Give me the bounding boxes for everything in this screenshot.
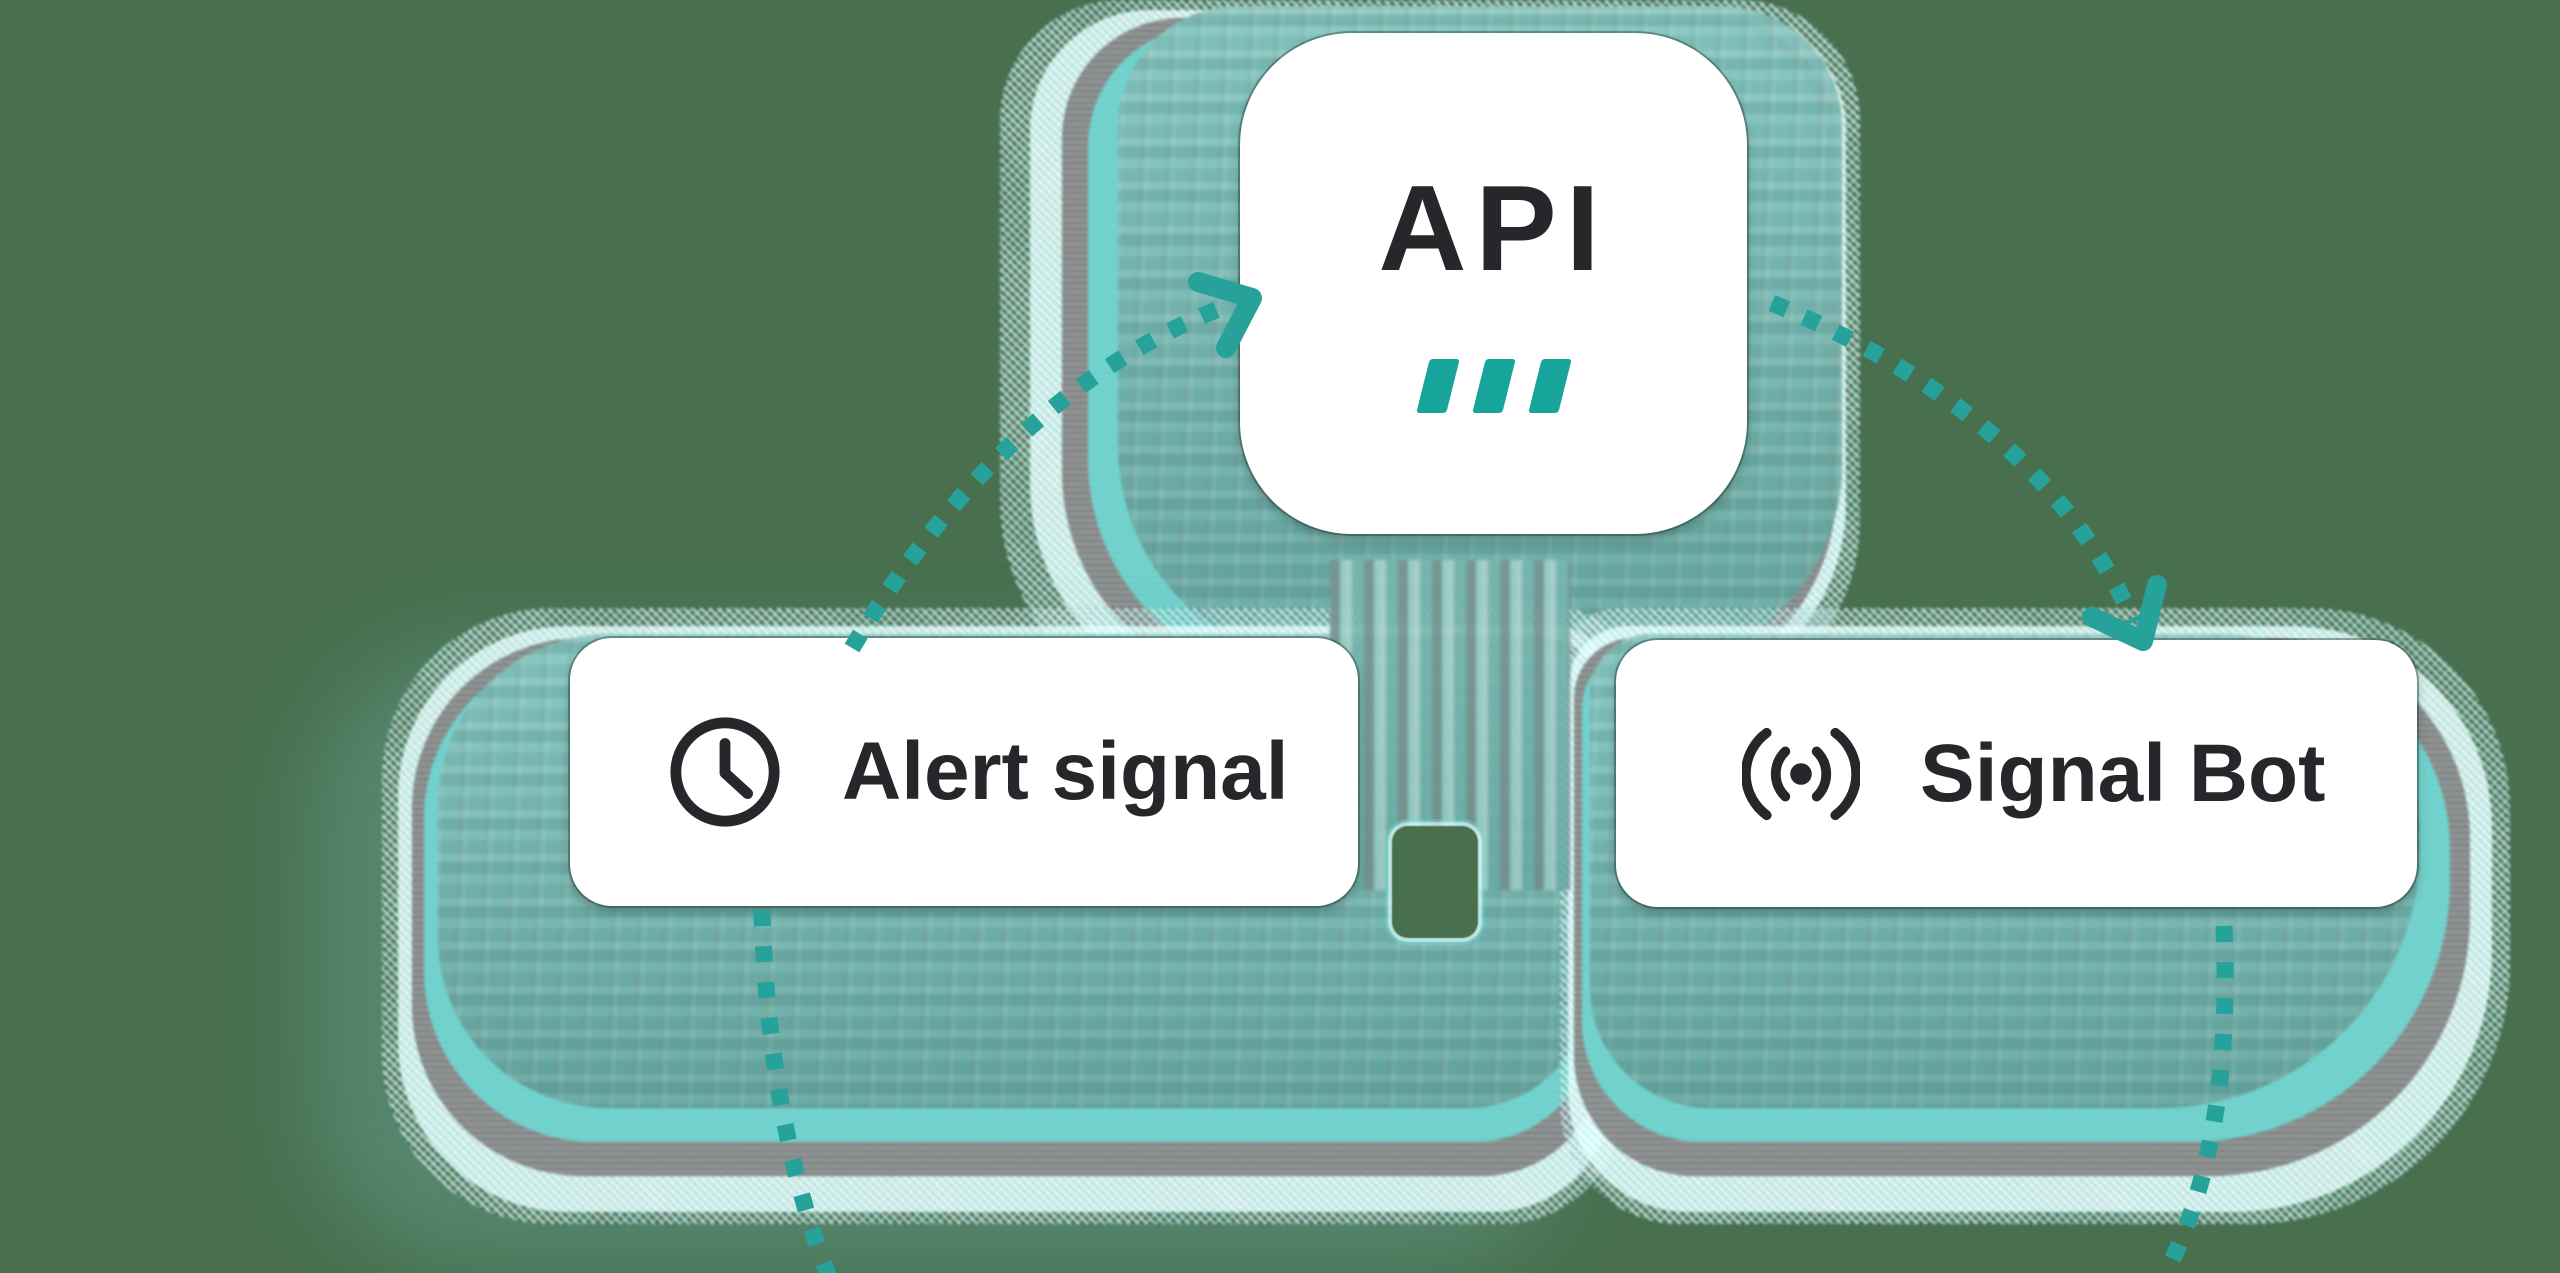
alert-signal-label: Alert signal	[842, 726, 1289, 817]
line-signal-bot-offscreen	[2155, 925, 2234, 1273]
node-api: API	[1240, 33, 1747, 534]
arrowhead-api-to-signal-bot	[2082, 575, 2167, 651]
background-gap-patch	[1392, 826, 1478, 938]
node-alert-signal: Alert signal	[570, 638, 1358, 906]
arrow-alert-to-api	[844, 298, 1230, 653]
api-label: API	[1378, 160, 1609, 296]
signal-bot-label: Signal Bot	[1920, 727, 2326, 819]
node-signal-bot: Signal Bot	[1616, 640, 2417, 907]
broadcast-icon	[1742, 727, 1860, 820]
line-alert-offscreen	[753, 909, 837, 1273]
arrow-api-to-signal-bot	[1768, 295, 2142, 626]
arrowhead-alert-to-api	[1188, 272, 1262, 358]
clock-icon	[670, 717, 780, 827]
